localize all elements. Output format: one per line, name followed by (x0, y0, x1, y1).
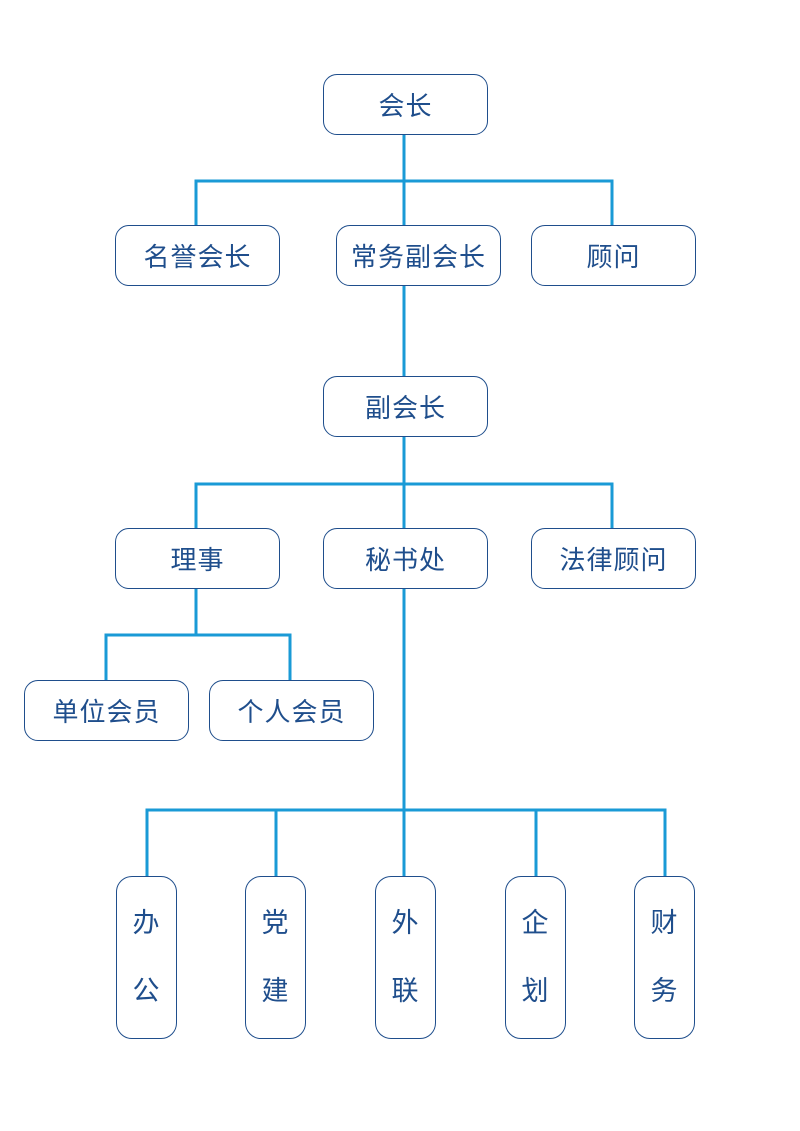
node-vice-president: 副会长 (323, 376, 488, 437)
node-honorary-president: 名誉会长 (115, 225, 280, 286)
node-advisor: 顾问 (531, 225, 696, 286)
node-president: 会长 (323, 74, 488, 135)
node-party-building-char: 建 (261, 975, 290, 1007)
node-executive-vice-president: 常务副会长 (336, 225, 501, 286)
node-external-liaison: 外 联 (375, 876, 436, 1039)
node-planning: 企 划 (505, 876, 566, 1039)
node-external-liaison-char: 外 (391, 907, 420, 939)
node-directors: 理事 (115, 528, 280, 589)
node-finance-char: 财 (650, 907, 679, 939)
node-finance-char: 务 (650, 975, 679, 1007)
node-external-liaison-char: 联 (391, 975, 420, 1007)
node-office: 办 公 (116, 876, 177, 1039)
node-party-building: 党 建 (245, 876, 306, 1039)
node-planning-char: 划 (521, 975, 550, 1007)
node-finance: 财 务 (634, 876, 695, 1039)
node-planning-char: 企 (521, 907, 550, 939)
node-office-char: 公 (132, 975, 161, 1007)
node-office-char: 办 (132, 907, 161, 939)
node-legal-advisor: 法律顾问 (531, 528, 696, 589)
node-individual-members: 个人会员 (209, 680, 374, 741)
node-unit-members: 单位会员 (24, 680, 189, 741)
node-secretariat: 秘书处 (323, 528, 488, 589)
node-party-building-char: 党 (261, 907, 290, 939)
